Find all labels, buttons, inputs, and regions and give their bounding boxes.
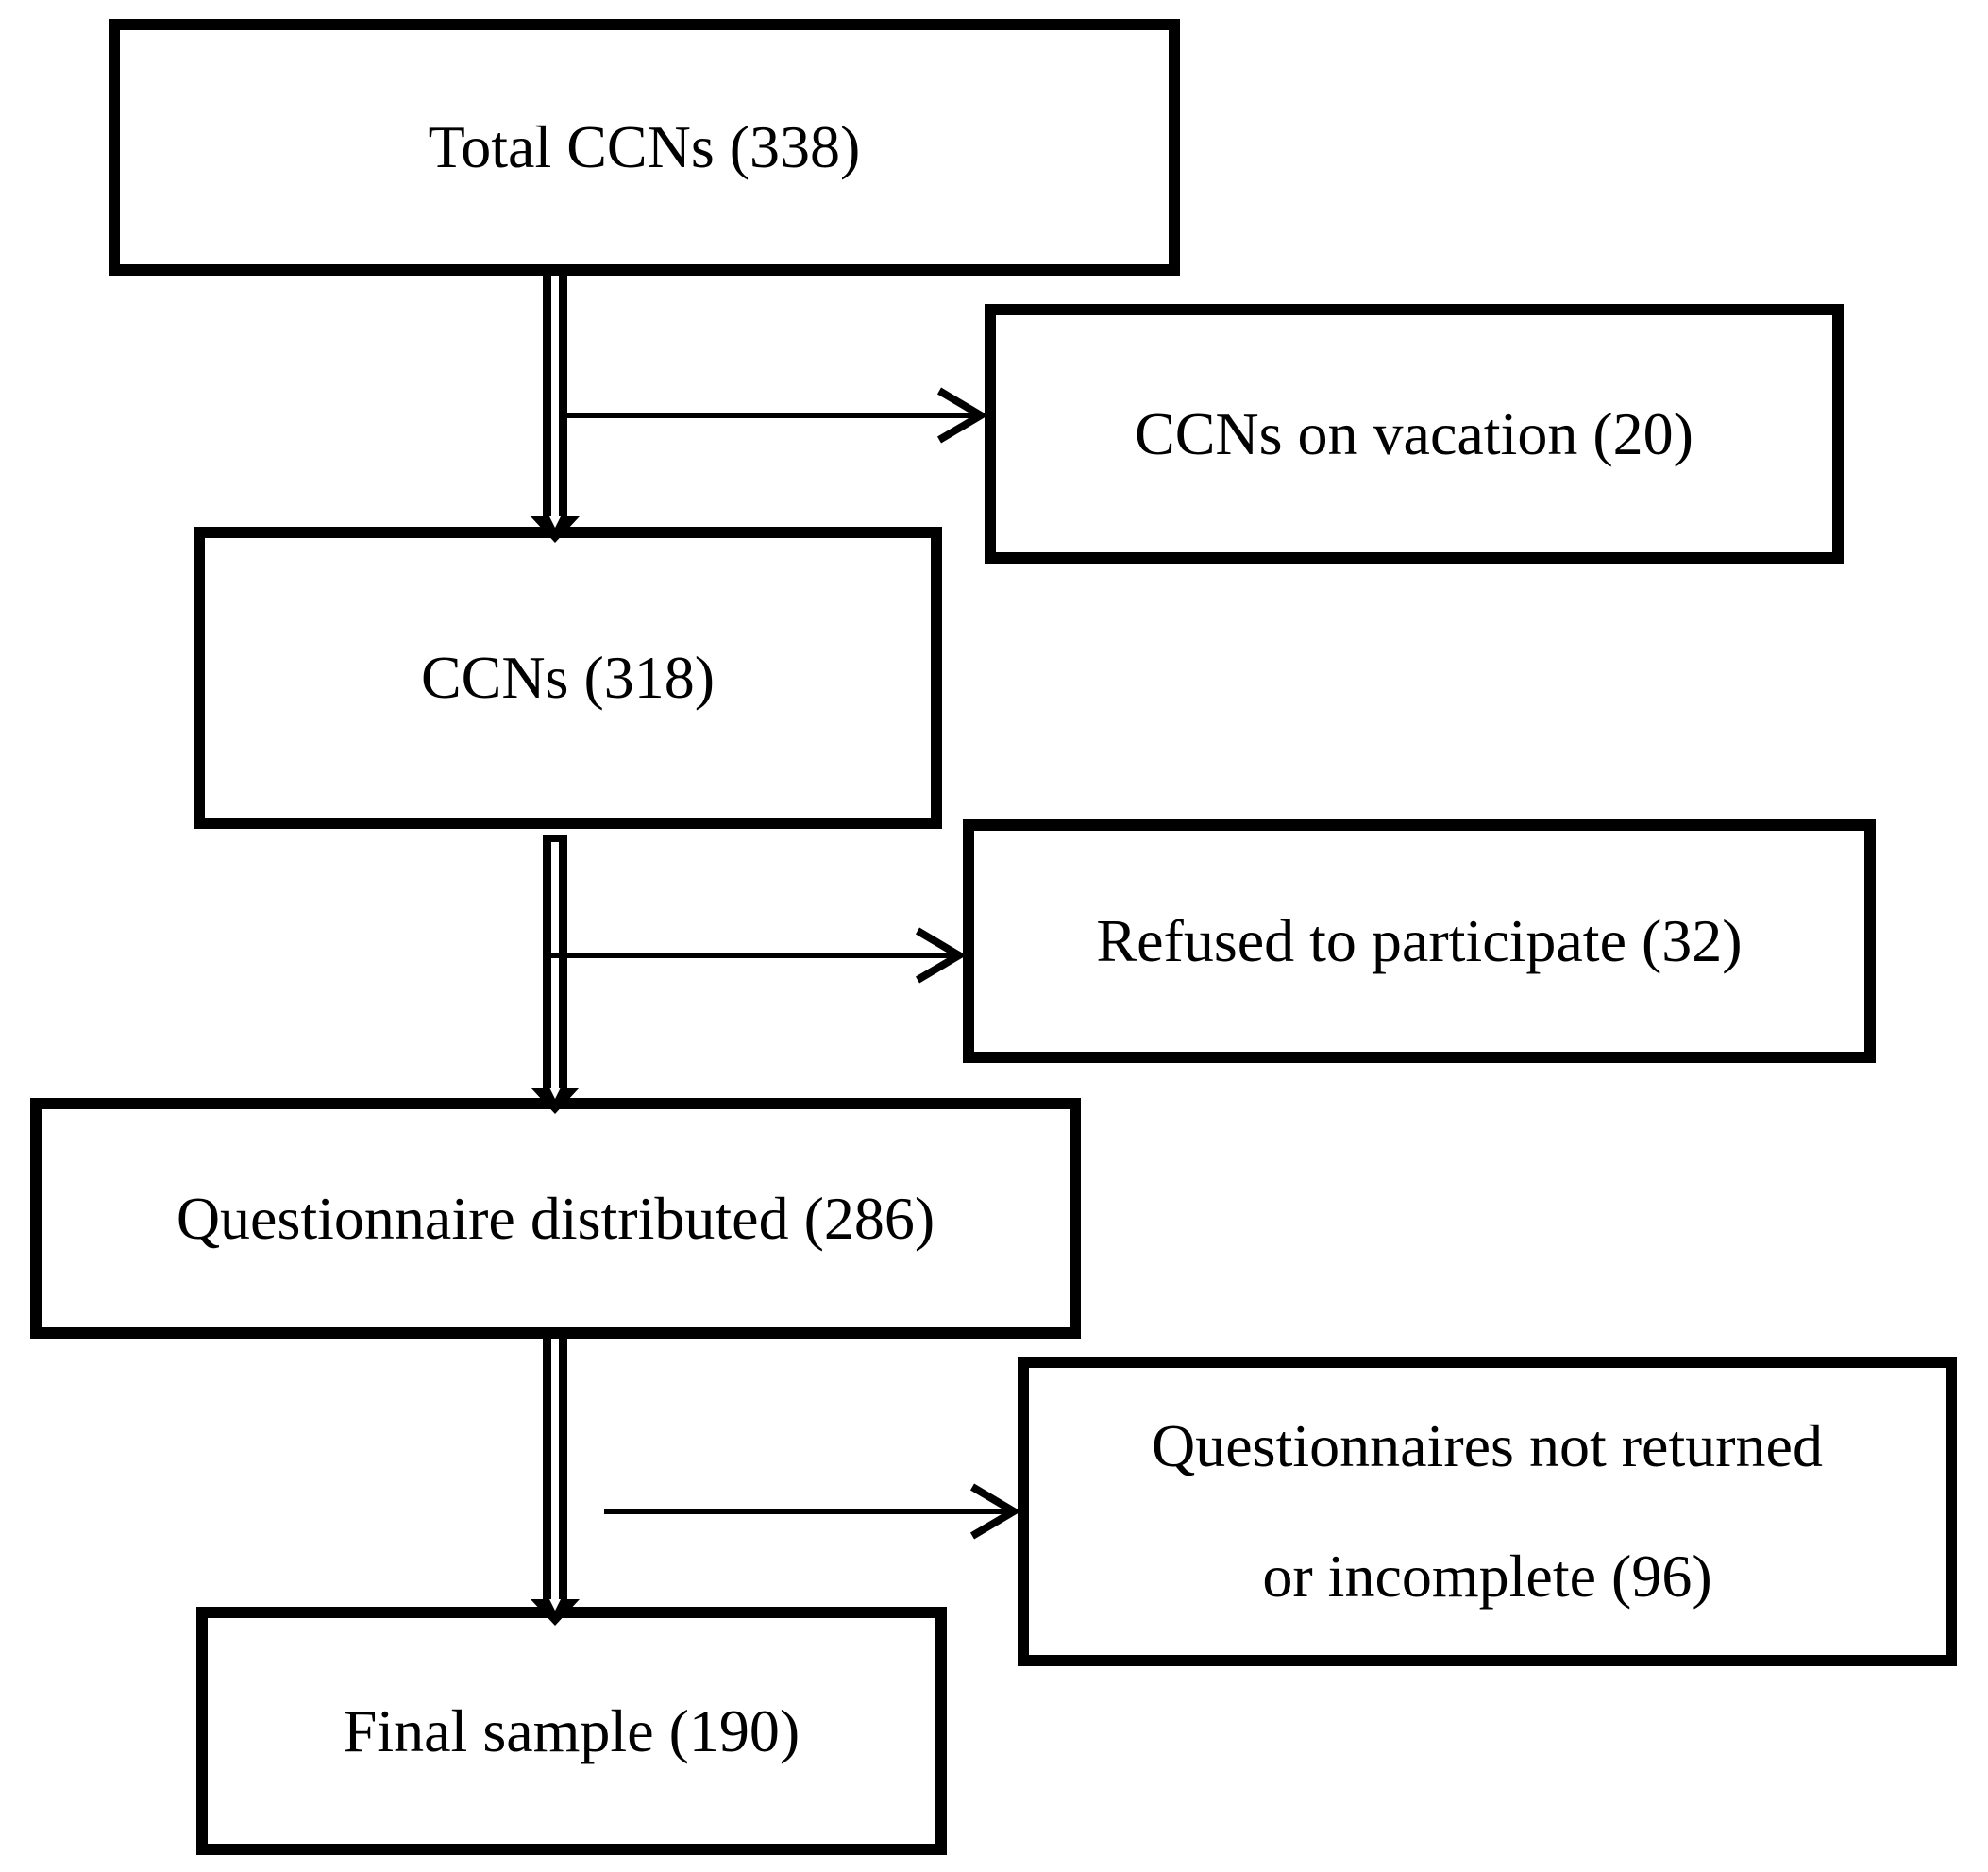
node-questionnaires-not-returned-line1: Questionnaires not returned [1152, 1412, 1823, 1480]
node-questionnaires-not-returned-line2: or incomplete (96) [1262, 1543, 1712, 1610]
node-refused-to-participate: Refused to participate (32) [963, 819, 1876, 1063]
node-refused-to-participate-label: Refused to participate (32) [1096, 907, 1743, 974]
arrow-to-not-returned-icon [604, 1483, 1018, 1540]
node-questionnaire-distributed: Questionnaire distributed (286) [30, 1098, 1081, 1339]
node-ccns-label: CCNs (318) [420, 644, 716, 711]
node-total-ccns-label: Total CCNs (338) [428, 113, 861, 180]
arrow-questionnaire-to-final-icon [531, 1339, 580, 1626]
arrow-to-refused-icon [545, 927, 963, 984]
node-ccns: CCNs (318) [194, 527, 942, 829]
node-ccns-on-vacation-label: CCNs on vacation (20) [1135, 399, 1693, 467]
node-final-sample: Final sample (190) [196, 1607, 947, 1855]
node-final-sample-label: Final sample (190) [343, 1696, 800, 1764]
node-questionnaire-distributed-label: Questionnaire distributed (286) [176, 1184, 935, 1252]
arrow-ccns-to-questionnaire-icon [531, 835, 580, 1114]
arrow-to-vacation-icon [566, 387, 985, 444]
arrow-total-to-ccns-icon [531, 276, 580, 543]
node-total-ccns: Total CCNs (338) [109, 19, 1180, 276]
node-questionnaires-not-returned: Questionnaires not returned or incomplet… [1018, 1357, 1957, 1666]
node-ccns-on-vacation: CCNs on vacation (20) [985, 304, 1844, 564]
